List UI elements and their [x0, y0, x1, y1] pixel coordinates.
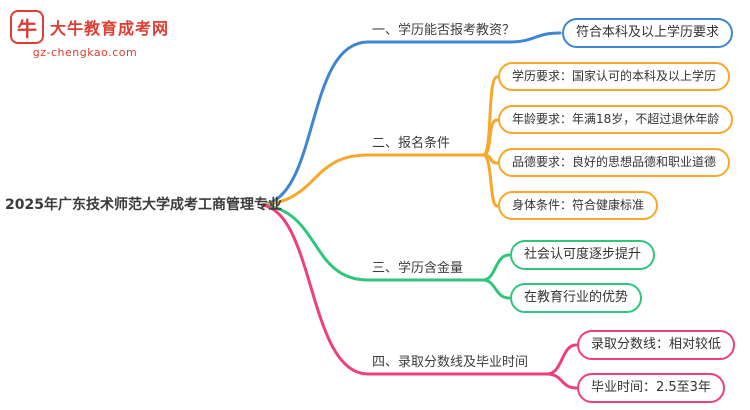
leaf-2-4: 身体条件：符合健康标准 [498, 191, 659, 220]
logo-domain-text: gz-chengkao.com [32, 46, 138, 59]
leaf-3-2: 在教育行业的优势 [510, 283, 643, 313]
leaf-2-3: 品德要求：良好的思想品德和职业道德 [498, 148, 731, 177]
branch-1-label: 一、学历能否报考教资？ [372, 23, 516, 38]
bull-icon: 牛 [10, 10, 44, 44]
leaf-4-2: 毕业时间：2.5至3年 [577, 373, 725, 403]
leaf-3-1: 社会认可度逐步提升 [510, 240, 656, 270]
branch-4-label: 四、录取分数线及毕业时间 [372, 355, 529, 370]
site-logo[interactable]: 牛 大牛教育成考网 gz-chengkao.com [10, 10, 168, 59]
branch-3-label: 三、学历含金量 [372, 261, 464, 276]
root-node: 2025年广东技术师范大学成考工商管理专业 [5, 197, 282, 213]
leaf-2-1: 学历要求：国家认可的本科及以上学历 [498, 62, 731, 91]
leaf-4-1: 录取分数线：相对较低 [577, 330, 736, 360]
logo-brand-text: 大牛教育成考网 [50, 19, 170, 38]
leaf-2-2: 年龄要求：年满18岁，不超过退休年龄 [498, 105, 734, 134]
branch-2-label: 二、报名条件 [372, 136, 451, 151]
leaf-1-1: 符合本科及以上学历要求 [562, 18, 734, 48]
